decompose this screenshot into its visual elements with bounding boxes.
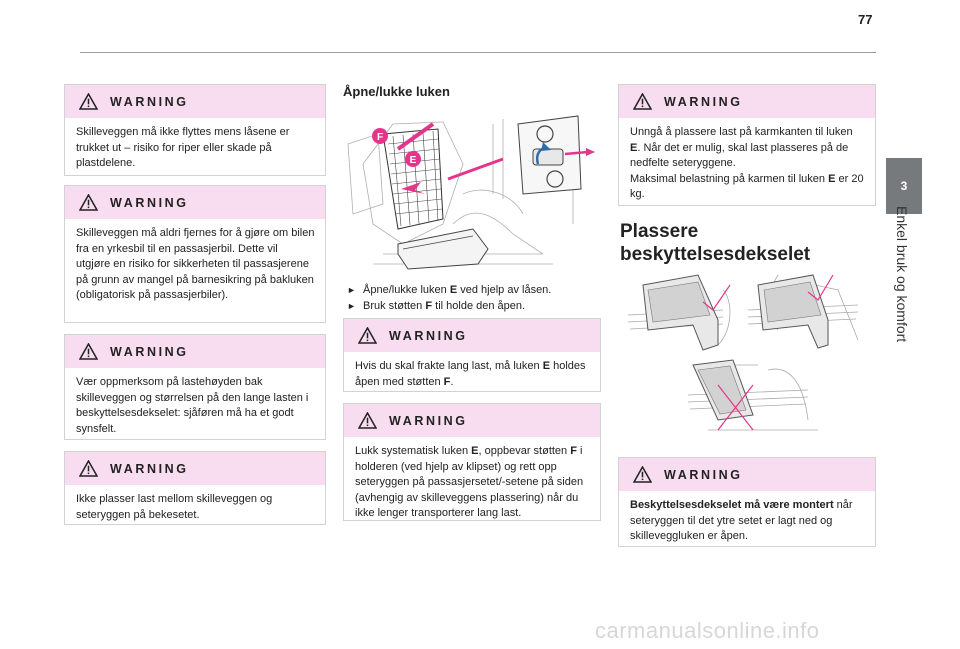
scene-3 <box>692 359 754 431</box>
warning-header: WARNING <box>344 319 600 352</box>
label-f: F <box>377 132 383 143</box>
warning-icon <box>79 93 98 110</box>
scene-1 <box>642 274 731 351</box>
warning-box-5: WARNING Hvis du skal frakte lang last, m… <box>343 318 601 392</box>
label-f-marker <box>372 128 388 144</box>
warning-icon <box>79 194 98 211</box>
warning-title: WARNING <box>110 344 189 359</box>
warning-text: Skilleveggen må aldri fjernes for å gjør… <box>76 227 315 301</box>
warning-title: WARNING <box>389 413 468 428</box>
warning-icon <box>79 343 98 360</box>
warning-title: WARNING <box>664 94 743 109</box>
step-item: ►Åpne/lukke luken E ved hjelp av låsen. <box>347 284 552 296</box>
chapter-title: Enkel bruk og komfort <box>894 206 910 343</box>
label-e: E <box>410 155 417 166</box>
warning-text: Hvis du skal frakte lang last, må luken … <box>355 360 586 388</box>
hatch-illustration: F E <box>347 115 595 270</box>
warning-box-6: WARNING Lukk systematisk luken E, oppbev… <box>343 403 601 521</box>
warning-box-7: WARNING Unngå å plassere last på karmkan… <box>618 84 876 206</box>
warning-header: WARNING <box>619 458 875 491</box>
warning-box-4: WARNING Ikke plasser last mellom skillev… <box>64 451 326 525</box>
scene-2 <box>757 274 834 349</box>
step-item: ►Bruk støtten F til holde den åpen. <box>347 300 526 312</box>
top-divider <box>80 52 876 53</box>
warning-box-8: WARNING Beskyttelsesdekselet må være mon… <box>618 457 876 547</box>
page-number: 77 <box>858 12 873 27</box>
warning-box-3: WARNING Vær oppmerksom på lastehøyden ba… <box>64 334 326 440</box>
warning-icon <box>358 412 377 429</box>
cover-illustration <box>627 274 859 431</box>
warning-text: Skilleveggen må ikke flyttes mens låsene… <box>76 126 290 169</box>
label-e-marker <box>405 151 421 167</box>
warning-title: WARNING <box>110 195 189 210</box>
warning-header: WARNING <box>65 186 325 219</box>
warning-box-2: WARNING Skilleveggen må aldri fjernes fo… <box>64 185 326 323</box>
steps-list: ►Åpne/lukke luken E ved hjelp av låsen. … <box>345 282 600 314</box>
warning-text: Ikke plasser last mellom skilleveggen og… <box>76 493 273 521</box>
warning-text: Beskyttelsesdekselet må være montert når… <box>630 499 853 542</box>
warning-title: WARNING <box>389 328 468 343</box>
warning-icon <box>358 327 377 344</box>
watermark: carmanualsonline.info <box>595 618 820 643</box>
bullet-arrow-icon: ► <box>347 285 356 295</box>
warning-text: Vær oppmerksom på lastehøyden bak skille… <box>76 376 309 435</box>
section-heading-place-cover: Plassere beskyttelsesdekselet <box>620 221 811 265</box>
warning-icon <box>633 466 652 483</box>
warning-title: WARNING <box>110 461 189 476</box>
warning-header: WARNING <box>65 335 325 368</box>
warning-title: WARNING <box>110 94 189 109</box>
warning-header: WARNING <box>344 404 600 437</box>
warning-header: WARNING <box>619 85 875 118</box>
warning-icon <box>79 460 98 477</box>
warning-text: Lukk systematisk luken E, oppbevar støtt… <box>355 445 584 519</box>
warning-text: Unngå å plassere last på karmkanten til … <box>630 126 864 200</box>
section-heading-open-hatch: Åpne/lukke luken <box>343 84 450 99</box>
warning-header: WARNING <box>65 452 325 485</box>
warning-title: WARNING <box>664 467 743 482</box>
chapter-tab[interactable]: 3 <box>886 158 922 214</box>
bullet-arrow-icon: ► <box>347 301 356 311</box>
warning-icon <box>633 93 652 110</box>
warning-box-1: WARNING Skilleveggen må ikke flyttes men… <box>64 84 326 176</box>
warning-header: WARNING <box>65 85 325 118</box>
